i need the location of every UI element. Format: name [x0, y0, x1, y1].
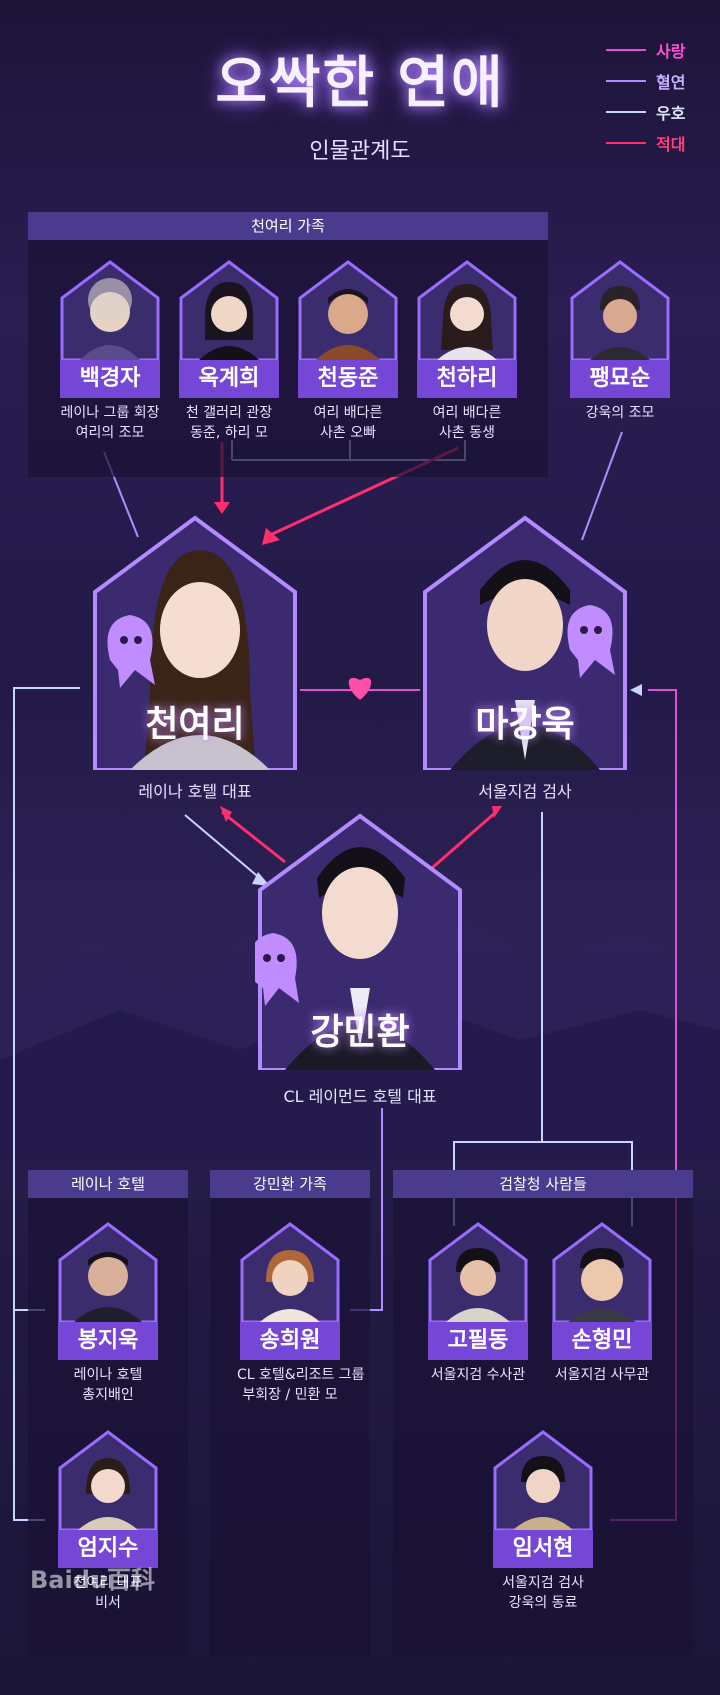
lead-card-kang-minhwan[interactable]: 강민환 CL 레이먼드 호텔 대표 [255, 808, 465, 1106]
page-title: 오싹한 연애 [215, 51, 505, 116]
legend-item-hostile: 적대 [606, 127, 685, 158]
person-name: 옥계희 [179, 360, 279, 398]
person-name: 천하리 [417, 360, 517, 398]
lead-desc: 레이나 호텔 대표 [138, 782, 252, 801]
lead-card-cheon-yeori[interactable]: 천여리 레이나 호텔 대표 [90, 510, 300, 801]
lead-name: 천여리 [145, 704, 245, 745]
reina-hotel-panel: 레이나 호텔 [28, 1170, 188, 1655]
lead-desc: CL 레이먼드 호텔 대표 [283, 1087, 437, 1106]
prosecution-panel: 검찰청 사람들 [393, 1170, 693, 1655]
person-card-go-pildong[interactable]: 고필동 서울지검 수사관 [425, 1222, 531, 1385]
page-subtitle: 인물관계도 [309, 139, 411, 164]
legend-item-blood: 혈연 [606, 65, 685, 96]
ghost-icon [567, 605, 615, 678]
person-name: 팽묘순 [570, 360, 670, 398]
person-desc: 서울지검 수사관 [430, 1367, 526, 1383]
young-woman-portrait-icon [58, 1430, 158, 1530]
legend: 사랑 혈연 우호 적대 [606, 34, 685, 158]
man-portrait-icon [552, 1222, 652, 1322]
elderly-woman-portrait-icon [570, 260, 670, 360]
person-name: 엄지수 [58, 1530, 158, 1568]
person-name: 백경자 [60, 360, 160, 398]
legend-item-love: 사랑 [606, 34, 685, 65]
person-desc: 강욱의 조모 [585, 405, 655, 421]
person-name: 손형민 [552, 1322, 652, 1360]
young-woman-portrait-icon [493, 1430, 593, 1530]
panel-header: 레이나 호텔 [28, 1170, 188, 1198]
panel-header: 강민환 가족 [210, 1170, 370, 1198]
man-portrait-icon [428, 1222, 528, 1322]
person-card-paeng-myosun[interactable]: 팽묘순 강욱의 조모 [567, 260, 673, 423]
panel-header: 천여리 가족 [28, 212, 548, 240]
man-portrait-icon [58, 1222, 158, 1322]
person-card-son-hyeongmin[interactable]: 손형민 서울지검 사무관 [549, 1222, 655, 1385]
ghost-icon [107, 615, 155, 688]
person-name: 임서현 [493, 1530, 593, 1568]
person-desc: 서울지검 사무관 [554, 1367, 650, 1383]
panel-header: 검찰청 사람들 [393, 1170, 693, 1198]
person-name: 고필동 [428, 1322, 528, 1360]
person-name: 봉지욱 [58, 1322, 158, 1360]
young-woman-portrait-icon [417, 260, 517, 360]
lead-name: 마강욱 [475, 704, 575, 745]
watermark-logo: Baidu百科 [30, 1566, 155, 1594]
lead-desc: 서울지검 검사 [478, 782, 572, 801]
lead-name: 강민환 [310, 1012, 410, 1053]
elderly-woman-portrait-icon [60, 260, 160, 360]
house-frame-icon [423, 515, 627, 770]
woman-portrait-icon [179, 260, 279, 360]
house-frame-icon [93, 515, 297, 770]
ghost-icon [255, 933, 299, 1006]
house-frame-icon [255, 813, 462, 1070]
legend-item-friendly: 우호 [606, 96, 685, 127]
woman-portrait-icon [240, 1222, 340, 1322]
person-name: 송희원 [240, 1322, 340, 1360]
man-portrait-icon [298, 260, 398, 360]
person-name: 천동준 [298, 360, 398, 398]
lead-card-ma-gangwook[interactable]: 마강욱 서울지검 검사 [420, 510, 630, 801]
